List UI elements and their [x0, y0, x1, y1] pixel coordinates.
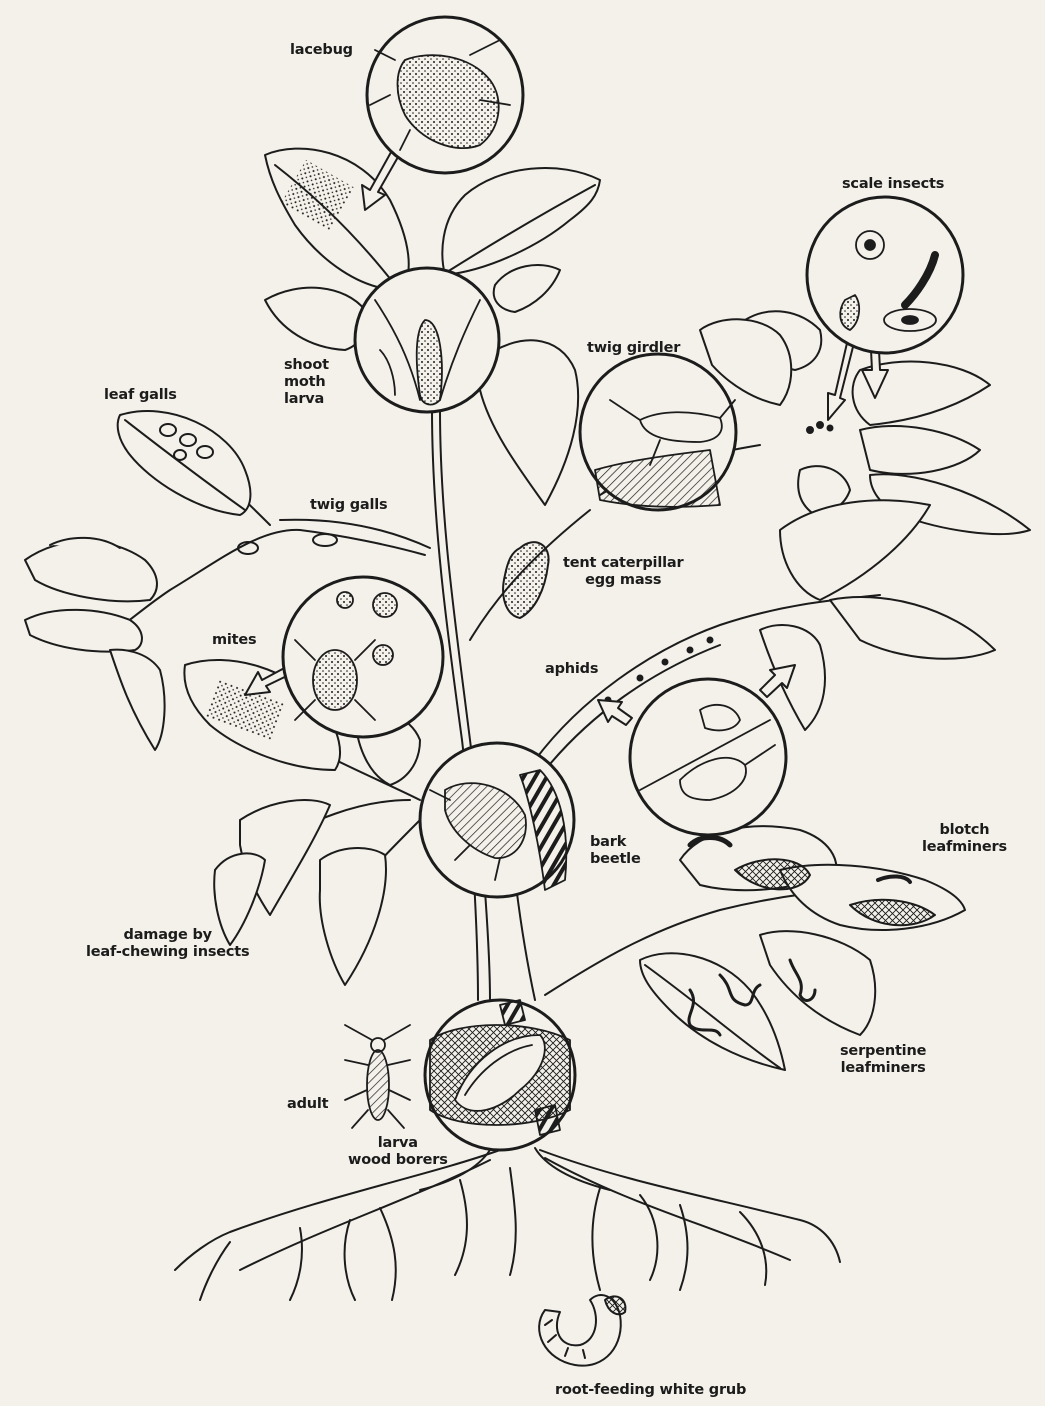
- magnifier-aphids: [630, 679, 786, 835]
- aphids-arrow: [598, 700, 632, 725]
- adult-borer-icon: [345, 1025, 410, 1128]
- magnifier-mites: [283, 577, 443, 737]
- label-twig-galls: twig galls: [310, 497, 387, 514]
- label-larva-wood-borers: larva wood borers: [348, 1135, 448, 1169]
- serpentine-leaf-2: [760, 931, 875, 1035]
- magnifier-wood-borers: [425, 1000, 575, 1150]
- label-serpentine-leafminers: serpentine leafminers: [840, 1043, 926, 1077]
- label-bark-beetle: bark beetle: [590, 834, 641, 868]
- magnifier-lacebug: [367, 17, 523, 173]
- label-mites: mites: [212, 632, 256, 649]
- label-leaf-galls: leaf galls: [104, 387, 177, 404]
- magnifier-bark-beetle: [420, 743, 574, 897]
- roots: [175, 1150, 840, 1300]
- serpentine-leaf-1: [640, 953, 785, 1070]
- leaf-top-right: [442, 168, 600, 275]
- white-grub-icon: [539, 1295, 625, 1366]
- label-scale-insects: scale insects: [842, 176, 944, 193]
- magnifier-twig-girdler: [580, 354, 736, 510]
- magnifier-scale-insects: [807, 197, 963, 353]
- label-damage-leaf-chewing: damage by leaf-chewing insects: [86, 927, 249, 961]
- label-aphids: aphids: [545, 661, 598, 678]
- label-tent-caterpillar-egg-mass: tent caterpillar egg mass: [563, 555, 683, 589]
- label-lacebug: lacebug: [290, 42, 353, 59]
- label-adult: adult: [287, 1096, 328, 1113]
- label-shoot-moth-larva: shoot moth larva: [284, 357, 329, 408]
- label-blotch-leafminers: blotch leafminers: [922, 822, 1007, 856]
- magnifier-shoot-moth: [355, 268, 499, 412]
- egg-mass: [503, 542, 548, 618]
- label-twig-girdler: twig girdler: [587, 340, 680, 357]
- label-root-feeding-white-grub: root-feeding white grub: [555, 1382, 746, 1399]
